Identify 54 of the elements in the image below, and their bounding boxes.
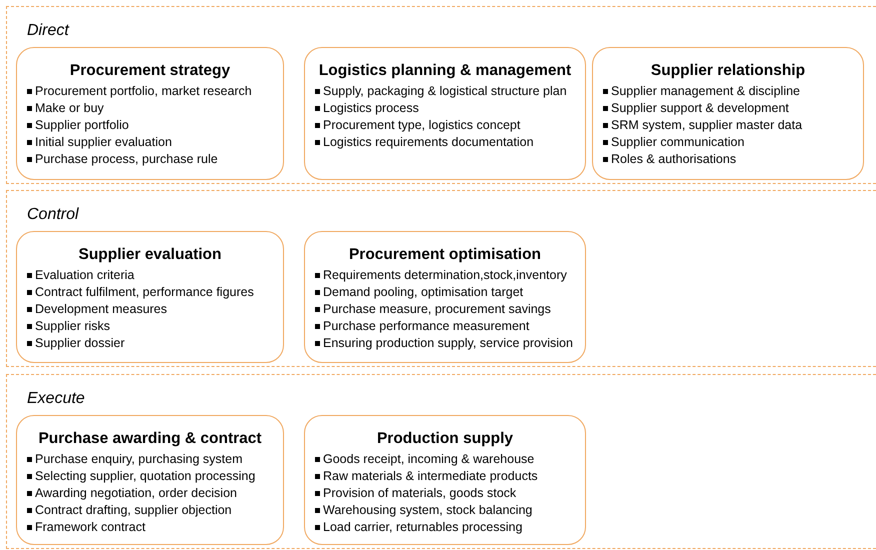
list-item: Ensuring production supply, service provision	[323, 335, 573, 352]
list-item: Logistics requirements documentation	[323, 134, 534, 151]
list-item: Procurement type, logistics concept	[323, 117, 520, 134]
list-item: Make or buy	[35, 100, 104, 117]
list-item: Demand pooling, optimisation target	[323, 284, 524, 301]
list-item: Selecting supplier, quotation processing	[35, 468, 256, 485]
section-heading: Execute	[27, 389, 85, 409]
section-heading: Direct	[27, 21, 69, 41]
list-item: Provision of materials, goods stock	[323, 485, 516, 502]
list-item: Purchase enquiry, purchasing system	[35, 451, 243, 468]
category-card	[304, 231, 586, 363]
category-card	[16, 231, 284, 363]
list-item: Warehousing system, stock balancing	[323, 502, 532, 519]
card-title: Purchase awarding & contract	[37, 430, 263, 448]
section-band	[6, 6, 876, 184]
list-item: Requirements determination,stock,inventory	[323, 267, 567, 284]
list-item: Contract fulfilment, performance figures	[35, 284, 254, 301]
category-card	[592, 47, 864, 180]
list-item: Contract drafting, supplier objection	[35, 502, 232, 519]
list-item: Development measures	[35, 301, 168, 318]
category-card	[304, 47, 586, 180]
list-item: Awarding negotiation, order decision	[35, 485, 237, 502]
category-card	[16, 47, 284, 180]
list-item: Logistics process	[323, 100, 419, 117]
list-item: Purchase performance measurement	[323, 318, 530, 335]
list-item: Framework contract	[35, 519, 146, 536]
list-item: Raw materials & intermediate products	[323, 468, 538, 485]
list-item: Goods receipt, incoming & warehouse	[323, 451, 534, 468]
section-band	[6, 190, 876, 367]
list-item: Purchase measure, procurement savings	[323, 301, 551, 318]
section-heading: Control	[27, 205, 79, 225]
category-card	[16, 415, 284, 545]
list-item: Supplier management & discipline	[611, 83, 800, 100]
list-item: Supplier support & development	[611, 100, 789, 117]
list-item: Supplier portfolio	[35, 117, 129, 134]
list-item: Supplier dossier	[35, 335, 125, 352]
list-item: Supply, packaging & logistical structure plan	[323, 83, 567, 100]
list-item: Purchase process, purchase rule	[35, 151, 218, 168]
list-item: Initial supplier evaluation	[35, 134, 172, 151]
section-band	[6, 374, 876, 549]
card-title: Production supply	[376, 430, 514, 448]
list-item: Supplier risks	[35, 318, 110, 335]
card-title: Procurement strategy	[68, 62, 232, 80]
card-title: Procurement optimisation	[348, 246, 542, 264]
list-item: Evaluation criteria	[35, 267, 134, 284]
list-item: SRM system, supplier master data	[611, 117, 802, 134]
list-item: Procurement portfolio, market research	[35, 83, 252, 100]
card-title: Supplier relationship	[650, 62, 806, 80]
list-item: Supplier communication	[611, 134, 744, 151]
card-title: Supplier evaluation	[78, 246, 222, 264]
card-title: Logistics planning & management	[318, 62, 572, 80]
list-item: Roles & authorisations	[611, 151, 736, 168]
category-card	[304, 415, 586, 545]
list-item: Load carrier, returnables processing	[323, 519, 522, 536]
